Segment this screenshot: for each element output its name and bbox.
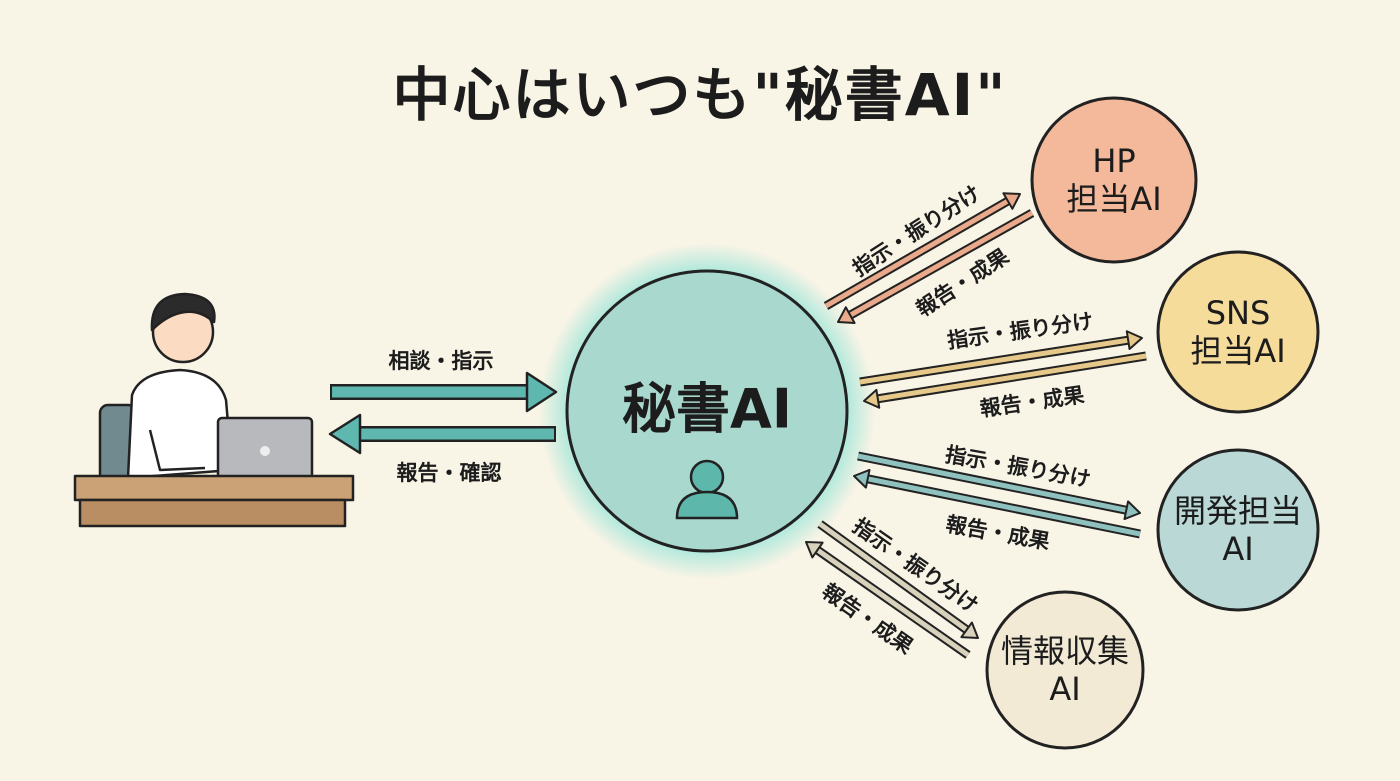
agent-1-label-line2: 担当AI <box>1066 180 1162 218</box>
agent-1-out-arrow <box>823 192 1021 310</box>
user-arrow-to-center <box>330 371 558 413</box>
user-to-center-label: 相談・指示 <box>388 349 494 373</box>
agent-4-label-line2: AI <box>1049 670 1081 708</box>
agent-node-2 <box>1156 250 1320 414</box>
agent-2-label-line2: 担当AI <box>1190 332 1286 370</box>
page-title: 中心はいつも"秘書AI" <box>392 61 1008 129</box>
agent-1-in-arrow <box>837 209 1035 324</box>
person-icon <box>675 459 739 520</box>
agent-node-1 <box>1030 96 1198 264</box>
user-arrow-from-center <box>328 413 556 455</box>
agent-2-in-arrow <box>863 351 1147 409</box>
agent-2-label-line1: SNS <box>1205 294 1271 332</box>
agent-3-out-arrow <box>857 451 1141 521</box>
user-illustration <box>73 292 355 528</box>
agent-3-label-line1: 開発担当 <box>1173 492 1303 530</box>
agent-1-label-line1: HP <box>1092 142 1136 180</box>
user-from-center-label: 報告・確認 <box>396 461 502 485</box>
user-arm <box>148 429 206 472</box>
desk-front <box>78 498 347 528</box>
agent-2-out-arrow <box>859 330 1143 387</box>
agent-4-in-arrow <box>805 541 971 659</box>
agent-node-4 <box>985 590 1145 750</box>
agent-4-label-line1: 情報収集 <box>1000 632 1130 670</box>
user-body <box>126 368 234 480</box>
agent-4-out-arrow <box>817 520 979 639</box>
desk-top <box>73 474 355 502</box>
center-node <box>565 269 849 553</box>
agent-3-label-line2: AI <box>1222 530 1254 568</box>
center-label: 秘書AI <box>622 377 792 441</box>
agent-3-in-arrow <box>853 468 1141 539</box>
user-hair <box>150 292 216 332</box>
laptop-logo <box>260 446 270 456</box>
agent-node-3 <box>1156 448 1320 612</box>
